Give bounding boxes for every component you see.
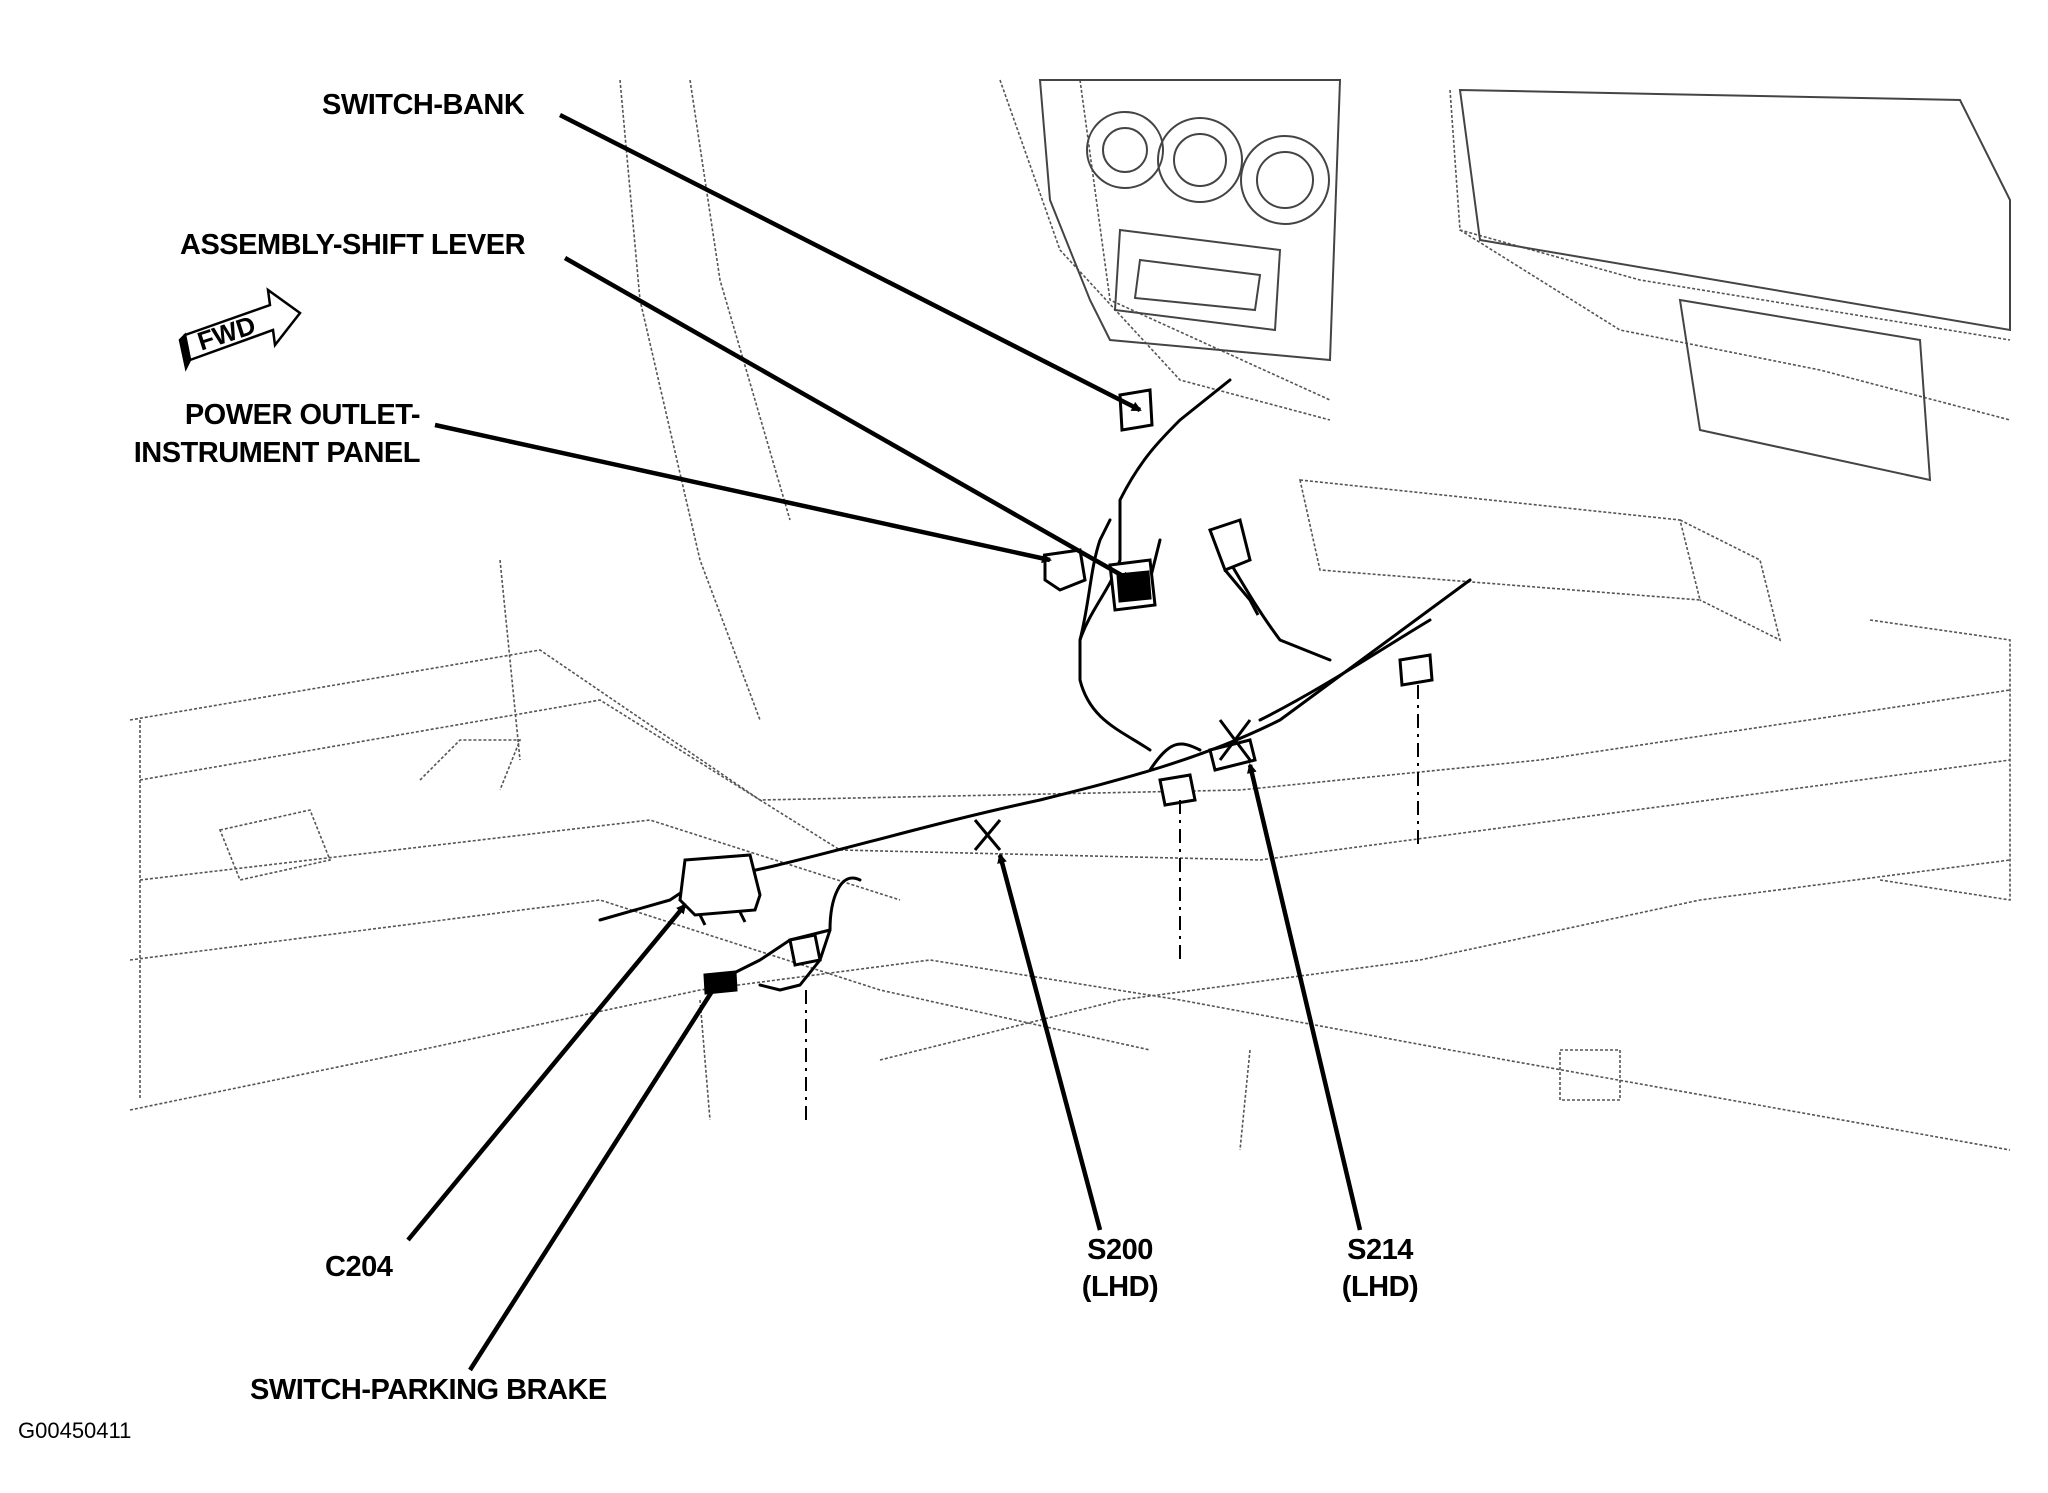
connectors <box>678 388 1434 995</box>
instrument-panel-outline <box>1038 79 2011 482</box>
connector-c204 <box>678 853 762 917</box>
leader-lines <box>406 112 1363 1372</box>
label-parking-brake: SWITCH-PARKING BRAKE <box>250 1374 607 1406</box>
leader-switch-bank <box>558 112 1142 413</box>
label-switch-bank: SWITCH-BANK <box>322 89 525 121</box>
label-power-outlet-line1: POWER OUTLET- <box>184 399 421 431</box>
figure-code: G00450411 <box>18 1418 132 1443</box>
leader-power-outlet <box>434 422 1052 564</box>
label-power-outlet-line2: INSTRUMENT PANEL <box>133 437 421 469</box>
label-s214-line2: (LHD) <box>1341 1271 1419 1303</box>
leader-s214 <box>1246 763 1363 1231</box>
fastener-lines <box>805 685 1419 1120</box>
fwd-arrow-icon <box>178 287 302 372</box>
leader-c204 <box>406 903 687 1242</box>
label-s200-line2: (LHD) <box>1081 1271 1159 1303</box>
leader-parking-brake <box>468 980 720 1372</box>
label-s214-line1: S214 <box>1347 1234 1413 1266</box>
connector-power-outlet <box>1043 548 1087 592</box>
splice-markers <box>973 719 1252 851</box>
floor-pan-outline <box>129 79 2011 1151</box>
connector-parking-brake <box>703 970 738 995</box>
label-s200-line1: S200 <box>1087 1234 1153 1266</box>
label-c204: C204 <box>325 1251 393 1283</box>
leader-shift-lever <box>563 256 1132 582</box>
leader-s200 <box>997 853 1103 1231</box>
label-shift-lever: ASSEMBLY-SHIFT LEVER <box>180 229 526 261</box>
